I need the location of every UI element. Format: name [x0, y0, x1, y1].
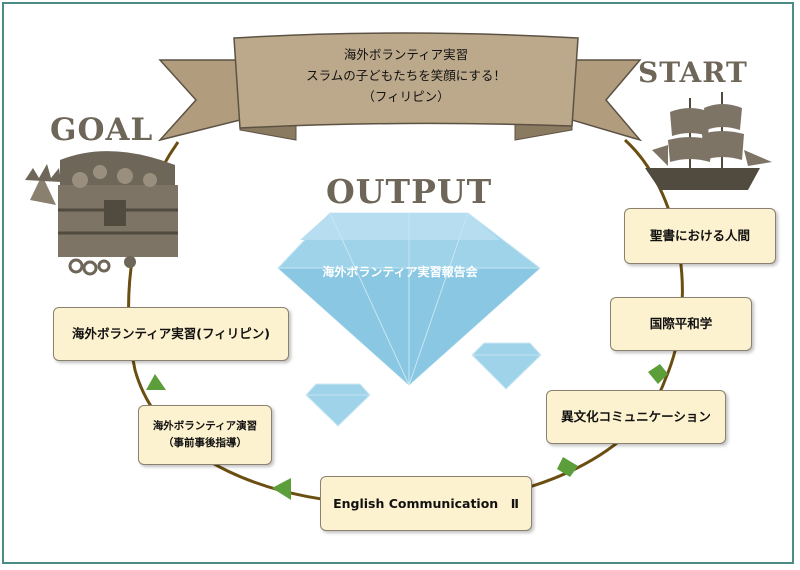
step-volunteer-practicum: 海外ボランティア実習(フィリピン) — [53, 307, 289, 361]
treasure-chest-icon — [25, 151, 178, 276]
pirate-ship-icon — [645, 92, 772, 190]
small-diamond-icon — [305, 383, 371, 427]
step-volunteer-seminar: 海外ボランティア演習 （事前事後指導） — [138, 405, 272, 465]
step-cross-cultural-communication: 異文化コミュニケーション — [546, 390, 726, 444]
flow-arrow — [557, 457, 578, 477]
step-bible-humanity: 聖書における人間 — [624, 208, 776, 264]
banner-ribbon — [157, 32, 643, 142]
diamond-label: 海外ボランティア実習報告会 — [322, 265, 478, 279]
flow-arrow — [272, 478, 291, 500]
large-diamond-icon — [277, 212, 541, 386]
flow-arrow — [648, 364, 668, 384]
banner-line-2: スラムの子どもたちを笑顔にする！ — [306, 68, 506, 83]
banner-title: 海外ボランティア実習 スラムの子どもたちを笑顔にする！ （フィリピン） — [236, 44, 576, 107]
step-international-peace: 国際平和学 — [610, 297, 752, 351]
output-label: OUTPUT — [326, 172, 493, 211]
flow-arrow — [146, 374, 166, 390]
banner-line-1: 海外ボランティア実習 — [343, 47, 469, 62]
goal-label: GOAL — [50, 112, 154, 148]
start-label: START — [638, 56, 748, 89]
banner-line-3: （フィリピン） — [362, 89, 450, 104]
step-english-communication: English Communication Ⅱ — [320, 476, 532, 531]
frame-border — [2, 2, 794, 564]
small-diamond-icon — [471, 342, 542, 390]
